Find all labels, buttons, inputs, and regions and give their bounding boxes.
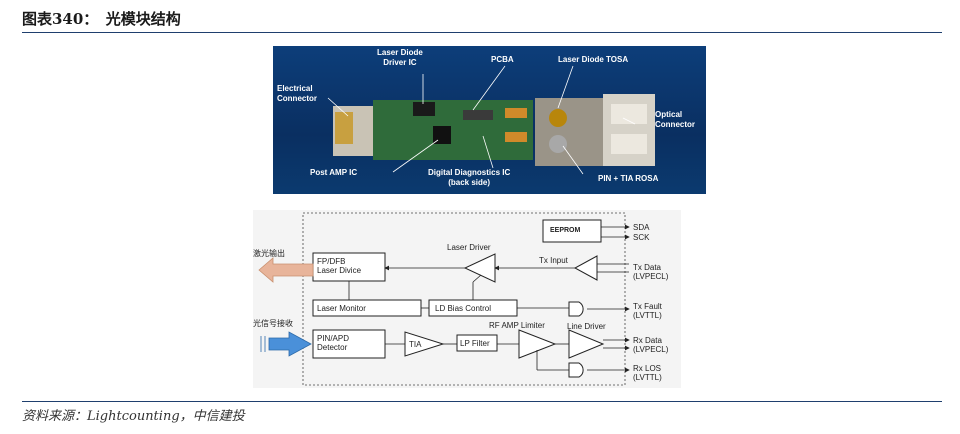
sda-label: SDA <box>633 223 650 232</box>
tia-label: TIA <box>409 340 422 349</box>
rosa-barrel <box>549 135 567 153</box>
eeprom-box <box>542 219 602 243</box>
laser-output-arrow <box>258 257 314 283</box>
label-laser-diode-tosa: Laser Diode TOSA <box>558 55 629 64</box>
label-electrical-connector: Electrical Connector <box>277 84 317 103</box>
post-amp-chip <box>433 126 451 144</box>
tx-fault-gate <box>568 301 584 317</box>
lc-port-2 <box>611 134 647 154</box>
pcba-chip <box>463 110 493 120</box>
flex-cable-bottom <box>505 132 527 142</box>
figure-title: 图表340： 光模块结构 <box>22 10 181 28</box>
light-signal-input-label: 光信号接收 <box>253 319 293 328</box>
laser-box <box>312 252 386 282</box>
flex-cable-top <box>505 108 527 118</box>
rx-data-label: Rx Data (LVPECL) <box>633 336 669 354</box>
ld-bias-control-label: LD Bias Control <box>435 304 492 313</box>
line-driver-triangle <box>568 329 605 359</box>
label-pcba: PCBA <box>491 55 514 64</box>
label-digital-diagnostics-ic: Digital Diagnostics IC (back side) <box>428 168 511 187</box>
tosa-barrel <box>549 109 567 127</box>
pin-apd-detector-label: PIN/APD Detector <box>317 334 350 352</box>
label-pin-tia-rosa: PIN + TIA ROSA <box>598 174 659 183</box>
tx-input-triangle <box>573 255 598 281</box>
bottom-rule <box>22 401 942 402</box>
fp-dfb-laser-label: FP/DFB Laser Divice <box>317 257 362 275</box>
rx-los-label: Rx LOS (LVTTL) <box>633 364 662 382</box>
photo-illustration <box>327 65 655 175</box>
lp-filter-box <box>456 334 498 352</box>
laser-output-label: 激光输出 <box>253 249 285 258</box>
tosa-rosa-block <box>535 98 605 166</box>
rx-los-gate <box>568 362 584 378</box>
tx-fault-label: Tx Fault (LVTTL) <box>633 302 662 320</box>
optical-module-photo: Laser Diode Driver IC PCBA Laser Diode T… <box>273 46 706 194</box>
figure-source: 资料来源：Lightcounting，中信建投 <box>22 409 245 424</box>
label-optical-connector: Optical Connector <box>655 110 695 129</box>
laser-driver-triangle <box>463 253 496 283</box>
sck-label: SCK <box>633 233 650 242</box>
edge-connector-pins <box>335 112 353 144</box>
line-driver-label: Line Driver <box>567 322 606 331</box>
top-rule <box>22 32 942 33</box>
lc-port-1 <box>611 104 647 124</box>
rf-amp-limiter-label: RF AMP Limiter <box>489 321 545 330</box>
lp-filter-label: LP Filter <box>460 339 490 348</box>
tx-input-label: Tx Input <box>539 256 568 265</box>
laser-driver-label: Laser Driver <box>447 243 491 252</box>
eeprom-label: EEPROM <box>550 227 581 234</box>
light-input-arrow <box>268 331 312 357</box>
label-post-amp-ic: Post AMP IC <box>310 168 358 177</box>
block-diagram: EEPROM SDA SCK Laser Driver FP/DFB Laser… <box>253 210 681 388</box>
label-laser-diode-driver-ic: Laser Diode Driver IC <box>377 48 423 67</box>
tx-data-label: Tx Data (LVPECL) <box>633 263 669 281</box>
module-boundary <box>302 212 626 386</box>
block-diagram-lines <box>258 212 630 386</box>
laser-driver-chip <box>413 102 435 116</box>
pin-apd-detector-box <box>312 329 386 359</box>
photo-leader-lines <box>327 65 636 175</box>
laser-monitor-label: Laser Monitor <box>317 304 366 313</box>
